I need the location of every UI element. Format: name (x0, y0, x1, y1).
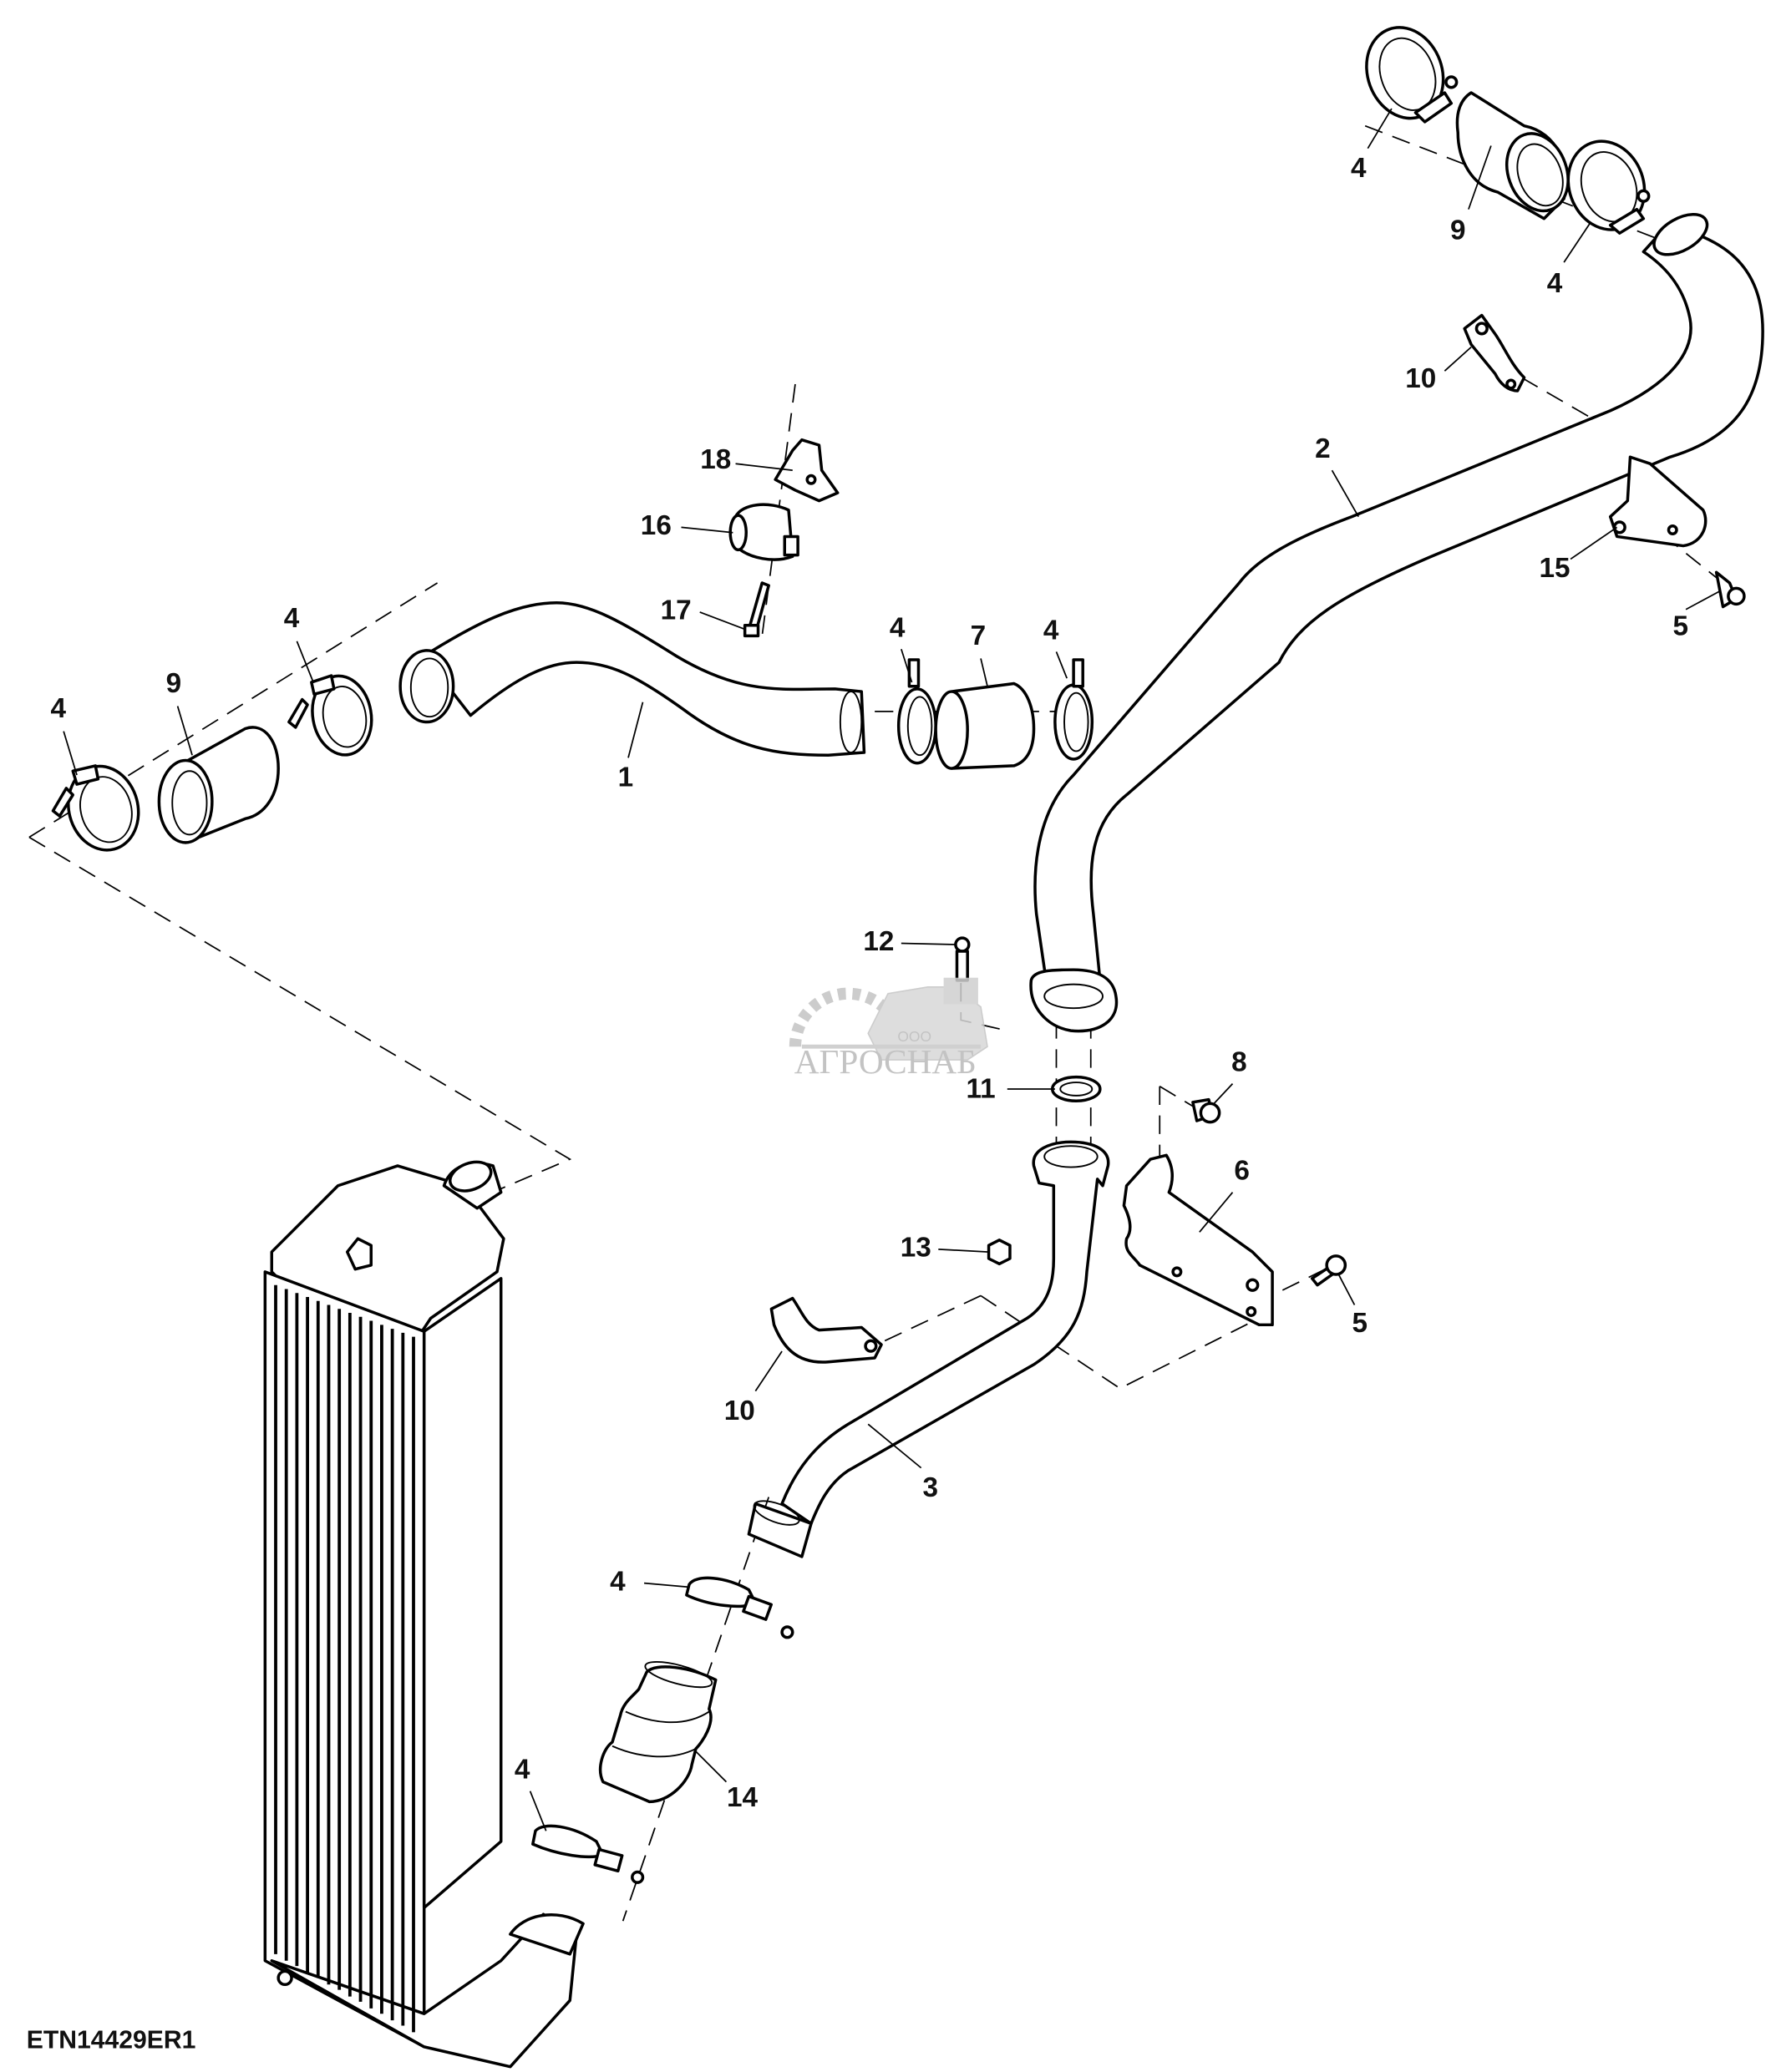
cooler-fins (274, 1284, 415, 2033)
clamp-4-upper-right-b (1566, 139, 1651, 235)
callout-10: 10 (724, 1396, 755, 1426)
callout-12: 12 (863, 926, 894, 957)
bracket-15 (1608, 455, 1707, 548)
pipe-3 (747, 1140, 1110, 1558)
watermark-company: АГРОСНАБ (794, 1042, 977, 1081)
nut-13 (987, 1239, 1012, 1266)
callout-14: 14 (727, 1782, 759, 1813)
bracket-18 (774, 438, 840, 503)
coupler-7 (934, 681, 1036, 770)
callout-2: 2 (1315, 433, 1331, 464)
bolt-8 (1191, 1097, 1221, 1124)
clamp-16 (728, 503, 799, 561)
coupler-9-upper-right (1455, 91, 1570, 220)
clamp-4-left-outer (51, 764, 140, 852)
bracket-10-lower (769, 1296, 883, 1364)
figure-id-label: ETN14429ER1 (27, 2026, 196, 2054)
callout-5: 5 (1352, 1308, 1368, 1339)
callout-7: 7 (971, 621, 987, 651)
callout-4: 4 (610, 1566, 626, 1597)
bolt-5-upper (1714, 570, 1746, 609)
callout-4: 4 (1547, 268, 1563, 299)
coupler-9-left (157, 726, 280, 844)
callout-4: 4 (1043, 615, 1059, 646)
callout-3: 3 (923, 1472, 939, 1503)
callout-4: 4 (890, 612, 906, 643)
bracket-6 (1122, 1153, 1274, 1327)
callout-11: 11 (966, 1073, 995, 1104)
callout-15: 15 (1540, 553, 1570, 584)
callout-4: 4 (284, 603, 300, 634)
leader-lines (63, 108, 1721, 1831)
callout-13: 13 (901, 1233, 931, 1264)
callout-16: 16 (641, 510, 672, 541)
callout-18: 18 (700, 444, 731, 475)
clamp-4-lower-b (531, 1824, 645, 1884)
watermark-logo: ООО АГРОСНАБ (789, 977, 988, 1081)
hose-14 (598, 1661, 718, 1804)
callout-4: 4 (515, 1755, 530, 1786)
clamp-4-lower-a (685, 1576, 794, 1639)
callout-labels: 4 9 4 10 2 15 5 18 16 17 4 4 7 4 4 9 1 1… (51, 153, 1688, 1813)
charge-air-cooler (263, 1160, 585, 2069)
pipe-2 (1029, 213, 1764, 1033)
pipe-1 (398, 601, 866, 757)
callout-6: 6 (1234, 1156, 1250, 1187)
callout-5: 5 (1673, 611, 1689, 642)
clamp-4-middle-b (1053, 658, 1094, 761)
callout-4: 4 (1351, 153, 1367, 184)
callout-1: 1 (618, 762, 634, 793)
callout-17: 17 (661, 595, 692, 626)
o-ring-11 (1050, 1075, 1102, 1102)
callout-9: 9 (166, 668, 182, 699)
clamp-4-upper-right-a (1365, 26, 1459, 124)
clamp-4-middle-a (896, 658, 937, 765)
clamp-4-left-inner (287, 674, 373, 757)
watermark-prefix: ООО (897, 1028, 931, 1045)
bolt-17 (743, 581, 770, 638)
callout-4: 4 (51, 693, 67, 724)
callout-10: 10 (1405, 363, 1436, 394)
bolt-12 (954, 936, 971, 982)
callout-9: 9 (1450, 215, 1466, 246)
callout-8: 8 (1231, 1047, 1247, 1078)
bracket-10-upper (1463, 313, 1526, 393)
bolt-5-lower (1310, 1254, 1347, 1287)
